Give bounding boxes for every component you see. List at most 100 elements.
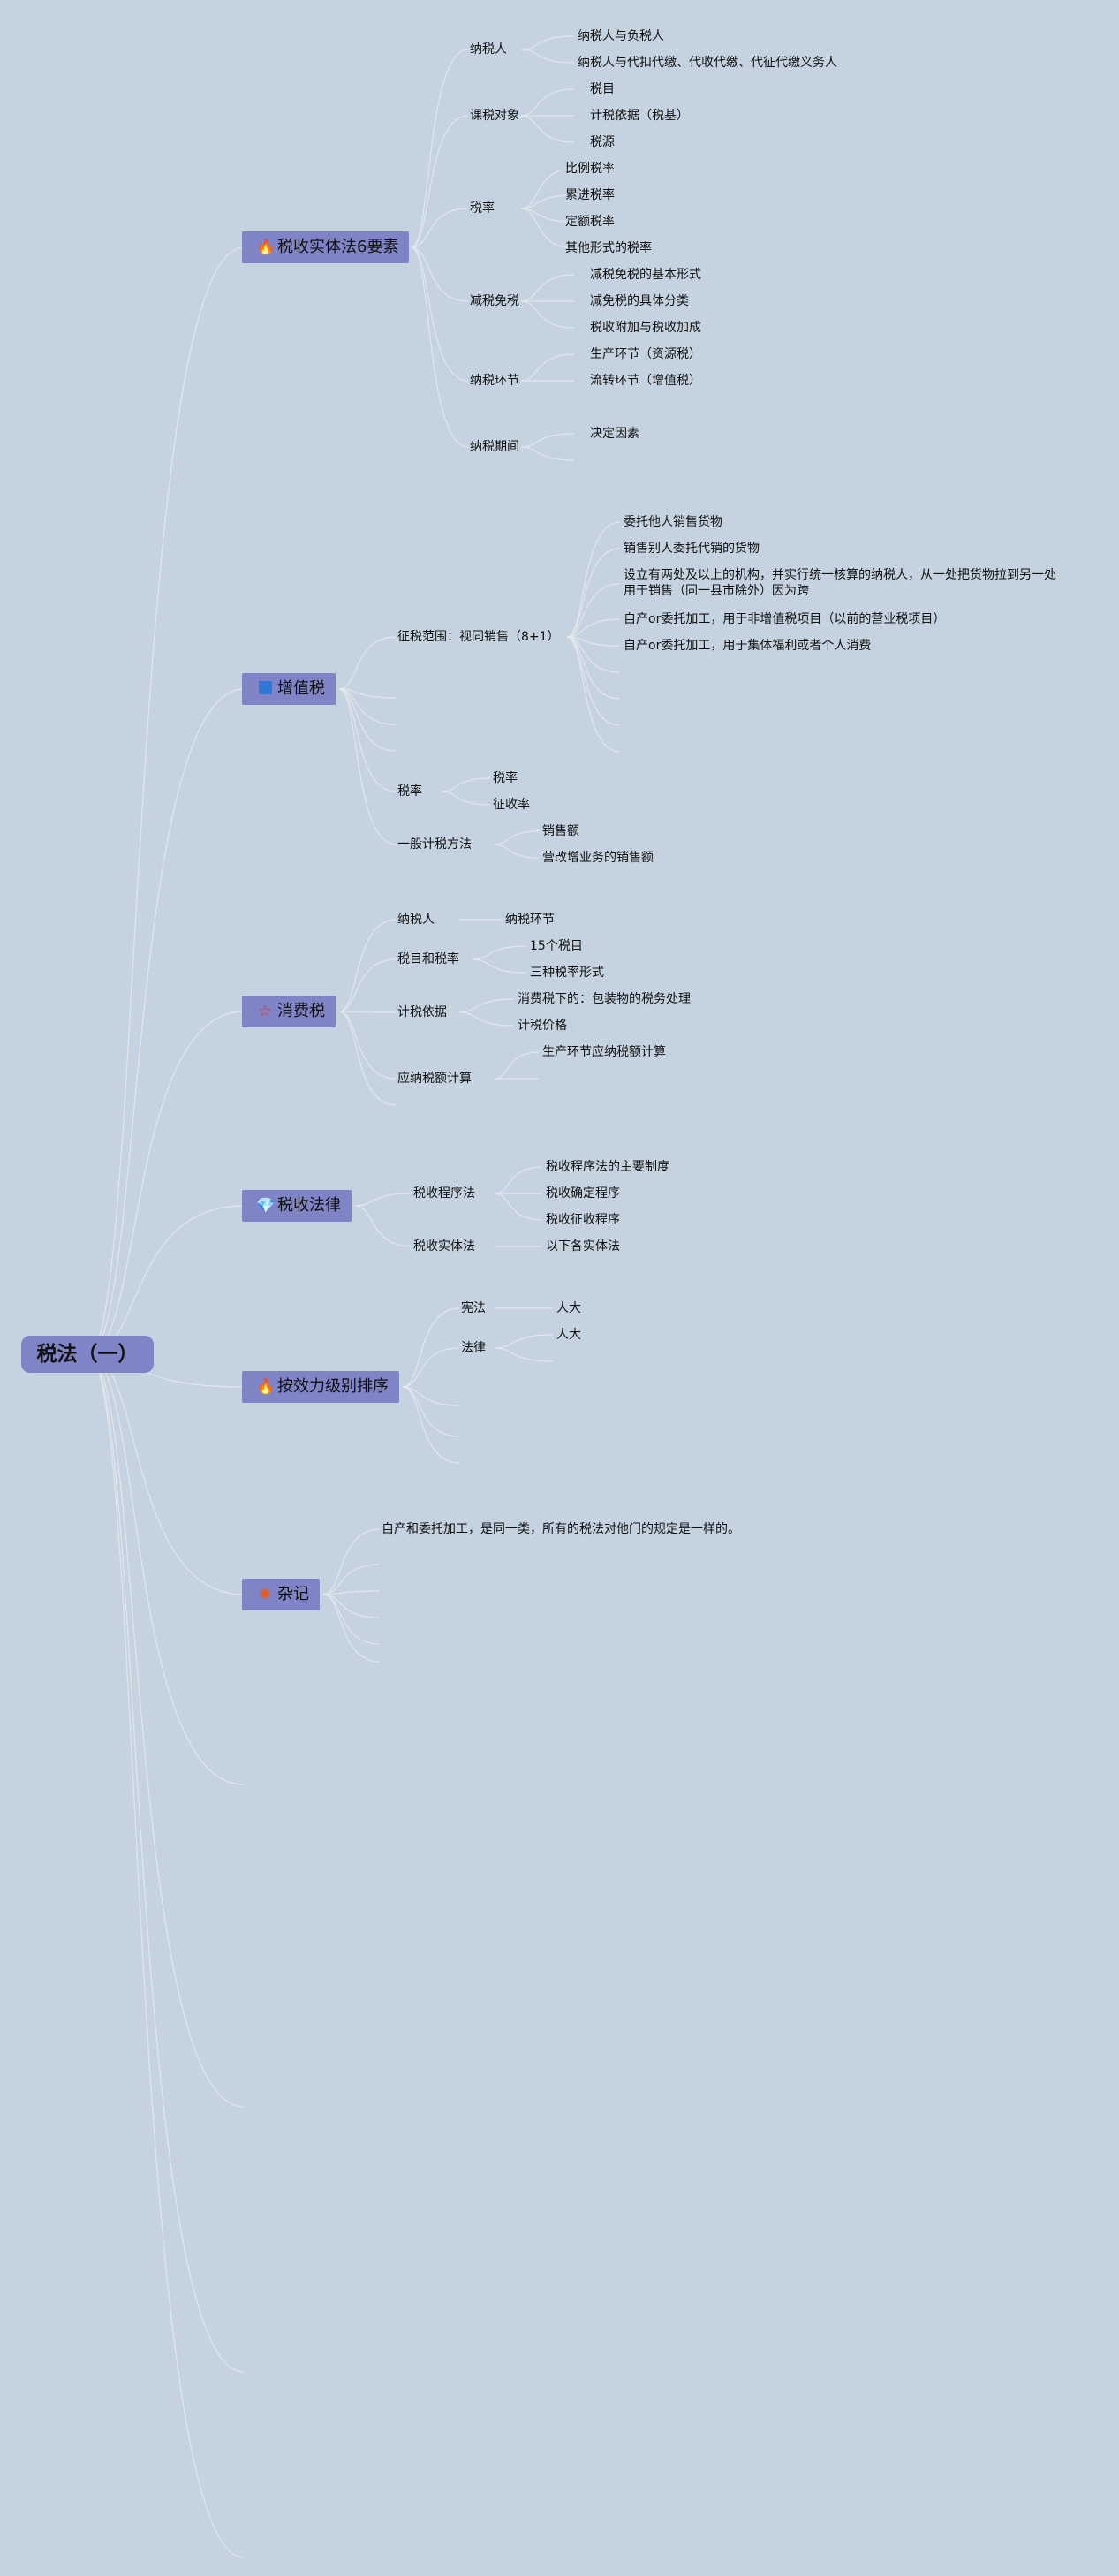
connector-line bbox=[520, 49, 575, 64]
connector-line bbox=[338, 688, 397, 752]
gem-icon: 💎 bbox=[256, 1197, 276, 1215]
leaf-node[interactable]: 决定因素 bbox=[590, 427, 639, 441]
connector-line bbox=[338, 919, 397, 1012]
leaf-node[interactable]: 其他形式的税率 bbox=[565, 241, 652, 255]
leaf-node[interactable]: 税源 bbox=[590, 135, 615, 149]
subtopic-ct-calc[interactable]: 应纳税额计算 bbox=[397, 1072, 472, 1086]
subtopic-tax-period[interactable]: 纳税期间 bbox=[470, 440, 519, 454]
connector-line bbox=[494, 1334, 554, 1349]
connector-line bbox=[494, 1193, 543, 1221]
topic-misc[interactable]: ✺杂记 bbox=[242, 1579, 320, 1610]
subtopic-vat-method[interactable]: 一般计税方法 bbox=[397, 837, 472, 852]
connector-line bbox=[566, 636, 621, 673]
connector-line bbox=[322, 1594, 381, 1645]
leaf-node[interactable]: 减免税的具体分类 bbox=[590, 294, 689, 308]
leaf-node[interactable]: 减税免税的基本形式 bbox=[590, 268, 701, 282]
connector-line bbox=[87, 1353, 245, 2373]
connector-line bbox=[338, 1011, 397, 1080]
leaf-node[interactable]: 计税依据（税基） bbox=[590, 109, 689, 123]
topic-label: 按效力级别排序 bbox=[277, 1377, 389, 1396]
leaf-node[interactable]: 比例税率 bbox=[565, 162, 615, 176]
subtopic-misc-note[interactable]: 自产和委托加工，是同一类，所有的税法对他门的规定是一样的。 bbox=[382, 1522, 740, 1536]
leaf-node[interactable]: 税收程序法的主要制度 bbox=[546, 1160, 669, 1174]
subtopic-law[interactable]: 法律 bbox=[461, 1341, 486, 1355]
leaf-node[interactable]: 定额税率 bbox=[565, 215, 615, 229]
connector-line bbox=[411, 246, 469, 448]
leaf-node[interactable]: 销售额 bbox=[542, 824, 579, 838]
topic-label: 杂记 bbox=[277, 1585, 309, 1603]
star-icon: ☆ bbox=[258, 1003, 272, 1020]
connector-line bbox=[494, 1347, 554, 1362]
topic-vat[interactable]: 增值税 bbox=[242, 673, 336, 705]
subtopic-tax-rate[interactable]: 税率 bbox=[470, 201, 495, 216]
leaf-node[interactable]: 人大 bbox=[556, 1301, 581, 1315]
leaf-node[interactable]: 自产or委托加工，用于集体福利或者个人消费 bbox=[624, 639, 872, 653]
connector-line bbox=[458, 1011, 515, 1027]
subtopic-tax-object[interactable]: 课税对象 bbox=[470, 109, 519, 123]
connector-line bbox=[566, 583, 621, 638]
leaf-node[interactable]: 销售别人委托代销的货物 bbox=[624, 542, 760, 556]
subtopic-ct-items[interactable]: 税目和税率 bbox=[397, 952, 459, 966]
leaf-node[interactable]: 生产环节（资源税） bbox=[590, 347, 701, 361]
fire-icon: 🔥 bbox=[256, 239, 276, 256]
leaf-node[interactable]: 自产or委托加工，用于非增值税项目（以前的营业税项目） bbox=[624, 612, 946, 626]
leaf-node[interactable]: 三种税率形式 bbox=[530, 966, 604, 980]
leaf-node[interactable]: 征收率 bbox=[493, 798, 530, 812]
connector-line bbox=[494, 1166, 543, 1194]
connector-line bbox=[520, 353, 575, 382]
leaf-node[interactable]: 消费税下的：包装物的税务处理 bbox=[518, 992, 691, 1006]
blue-square-icon bbox=[256, 673, 274, 705]
leaf-node[interactable]: 设立有两处及以上的机构，并实行统一核算的纳税人，从一处把货物拉到另一处用于销售（… bbox=[624, 568, 1056, 598]
leaf-node[interactable]: 人大 bbox=[556, 1328, 581, 1342]
leaf-node[interactable]: 税收确定程序 bbox=[546, 1186, 620, 1201]
subtopic-ct-taxpayer[interactable]: 纳税人 bbox=[397, 913, 435, 927]
leaf-node[interactable]: 纳税人与负税人 bbox=[578, 29, 664, 43]
leaf-node[interactable]: 税目 bbox=[590, 82, 615, 96]
connector-line bbox=[338, 1011, 397, 1106]
connector-line bbox=[520, 433, 575, 448]
subtopic-vat-rate[interactable]: 税率 bbox=[397, 784, 422, 799]
leaf-node[interactable]: 以下各实体法 bbox=[546, 1239, 620, 1254]
subtopic-entity-law[interactable]: 税收实体法 bbox=[413, 1239, 475, 1254]
leaf-node[interactable]: 委托他人销售货物 bbox=[624, 515, 722, 529]
leaf-node[interactable]: 税收附加与税收加成 bbox=[590, 321, 701, 335]
connector-line bbox=[411, 246, 469, 302]
connector-line bbox=[520, 35, 575, 50]
topic-hierarchy[interactable]: 🔥按效力级别排序 bbox=[242, 1371, 399, 1403]
subtopic-tax-relief[interactable]: 减税免税 bbox=[470, 294, 519, 308]
subtopic-procedure-law[interactable]: 税收程序法 bbox=[413, 1186, 475, 1201]
subtopic-tax-stage[interactable]: 纳税环节 bbox=[470, 374, 519, 388]
connector-line bbox=[402, 1307, 460, 1388]
connector-line bbox=[322, 1594, 381, 1618]
topic-tax-law[interactable]: 💎税收法律 bbox=[242, 1190, 352, 1222]
connector-line bbox=[338, 636, 397, 690]
topic-tax-entity-law[interactable]: 🔥税收实体法6要素 bbox=[242, 231, 410, 263]
leaf-node[interactable]: 税收征收程序 bbox=[546, 1213, 620, 1227]
leaf-node[interactable]: 税率 bbox=[493, 771, 518, 785]
connector-line bbox=[566, 636, 621, 647]
fire-icon: 🔥 bbox=[256, 1378, 276, 1396]
leaf-node[interactable]: 流转环节（增值税） bbox=[590, 374, 701, 388]
connector-line bbox=[411, 246, 469, 382]
leaf-node[interactable]: 累进税率 bbox=[565, 188, 615, 202]
connector-line bbox=[402, 1386, 460, 1464]
connector-line bbox=[494, 1051, 540, 1080]
connector-line bbox=[566, 618, 621, 638]
leaf-node[interactable]: 营改增业务的销售额 bbox=[542, 851, 654, 865]
topic-consumption-tax[interactable]: ☆消费税 bbox=[242, 996, 336, 1027]
connector-line bbox=[322, 1528, 381, 1595]
leaf-node[interactable]: 计税价格 bbox=[518, 1019, 567, 1033]
subtopic-taxpayer[interactable]: 纳税人 bbox=[470, 42, 507, 57]
subtopic-constitution[interactable]: 宪法 bbox=[461, 1301, 486, 1315]
connector-line bbox=[87, 1353, 245, 2558]
root-topic[interactable]: 税法（一） bbox=[21, 1336, 154, 1373]
leaf-node[interactable]: 纳税环节 bbox=[505, 913, 555, 927]
subtopic-vat-scope[interactable]: 征税范围：视同销售（8+1） bbox=[397, 630, 560, 644]
leaf-node[interactable]: 15个税目 bbox=[530, 939, 583, 953]
subtopic-ct-basis[interactable]: 计税依据 bbox=[397, 1005, 447, 1019]
leaf-node[interactable]: 生产环节应纳税额计算 bbox=[542, 1045, 666, 1059]
connector-line bbox=[354, 1205, 412, 1247]
leaf-node[interactable]: 纳税人与代扣代缴、代收代缴、代征代缴义务人 bbox=[578, 56, 837, 70]
connector-line bbox=[402, 1386, 460, 1437]
